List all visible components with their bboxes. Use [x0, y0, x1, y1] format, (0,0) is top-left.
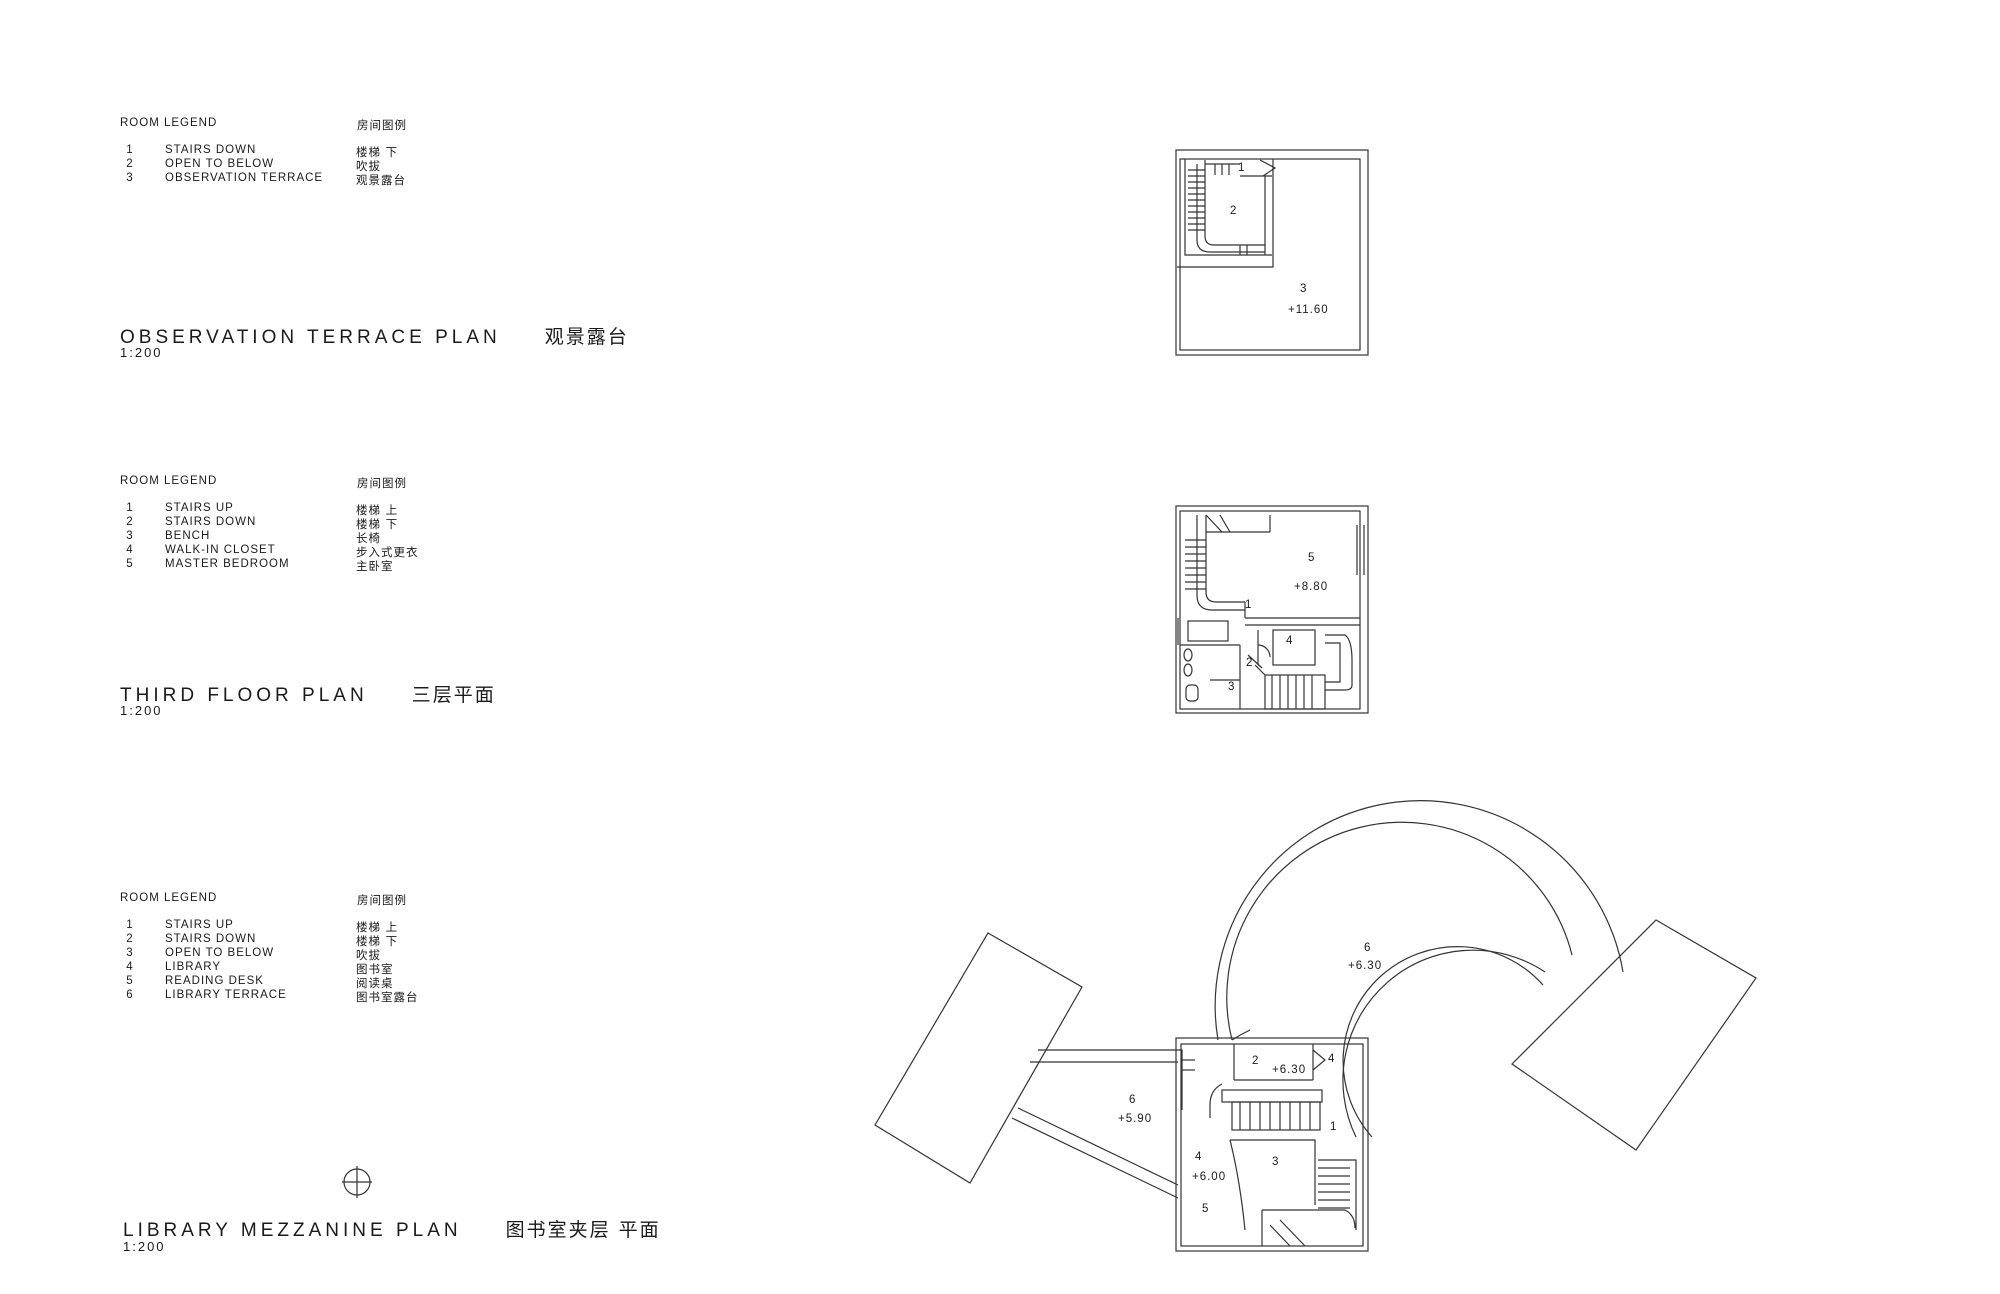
room-label: 2 — [1246, 657, 1253, 669]
legend-header: ROOM LEGEND — [120, 117, 218, 129]
legend-header: ROOM LEGEND — [120, 892, 218, 904]
room-label: 1 — [1330, 1121, 1337, 1133]
elevation-label: +6.30 — [1348, 960, 1382, 972]
library-mezzanine-plan-drawing — [874, 800, 1757, 1252]
north-arrow-icon — [342, 1166, 372, 1198]
room-label: 3 — [1300, 283, 1307, 295]
room-label: 6 — [1364, 942, 1371, 954]
elevation-label: +8.80 — [1294, 581, 1328, 593]
plan-scale: 1:200 — [123, 1239, 166, 1254]
legend-header-zh: 房间图例 — [357, 476, 407, 490]
room-label: 1 — [1245, 599, 1252, 611]
elevation-label: +11.60 — [1288, 304, 1329, 316]
plan-scale: 1:200 — [120, 703, 163, 718]
third-floor-plan-drawing — [1175, 505, 1369, 714]
elevation-label: +6.30 — [1272, 1064, 1306, 1076]
room-labels: 1 2 3 +11.60 5 +8.80 1 4 2 3 6 +6.30 2 +… — [1118, 162, 1382, 1215]
legend-header-zh: 房间图例 — [357, 118, 407, 132]
elevation-label: +5.90 — [1118, 1113, 1152, 1125]
room-label: 4 — [1286, 635, 1293, 647]
room-label: 2 — [1230, 205, 1237, 217]
elevation-label: +6.00 — [1192, 1171, 1226, 1183]
legend-header: ROOM LEGEND — [120, 475, 218, 487]
observation-terrace-plan-drawing — [1175, 149, 1369, 356]
room-label: 4 — [1195, 1151, 1202, 1163]
room-label: 5 — [1308, 552, 1315, 564]
room-label: 1 — [1238, 162, 1245, 174]
room-label: 2 — [1252, 1055, 1259, 1067]
room-label: 5 — [1202, 1203, 1209, 1215]
legend-header-zh: 房间图例 — [357, 893, 407, 907]
room-label: 4 — [1328, 1053, 1335, 1065]
room-label: 6 — [1129, 1094, 1136, 1106]
room-label: 3 — [1228, 681, 1235, 693]
room-label: 3 — [1272, 1156, 1279, 1168]
plan-scale: 1:200 — [120, 345, 163, 360]
